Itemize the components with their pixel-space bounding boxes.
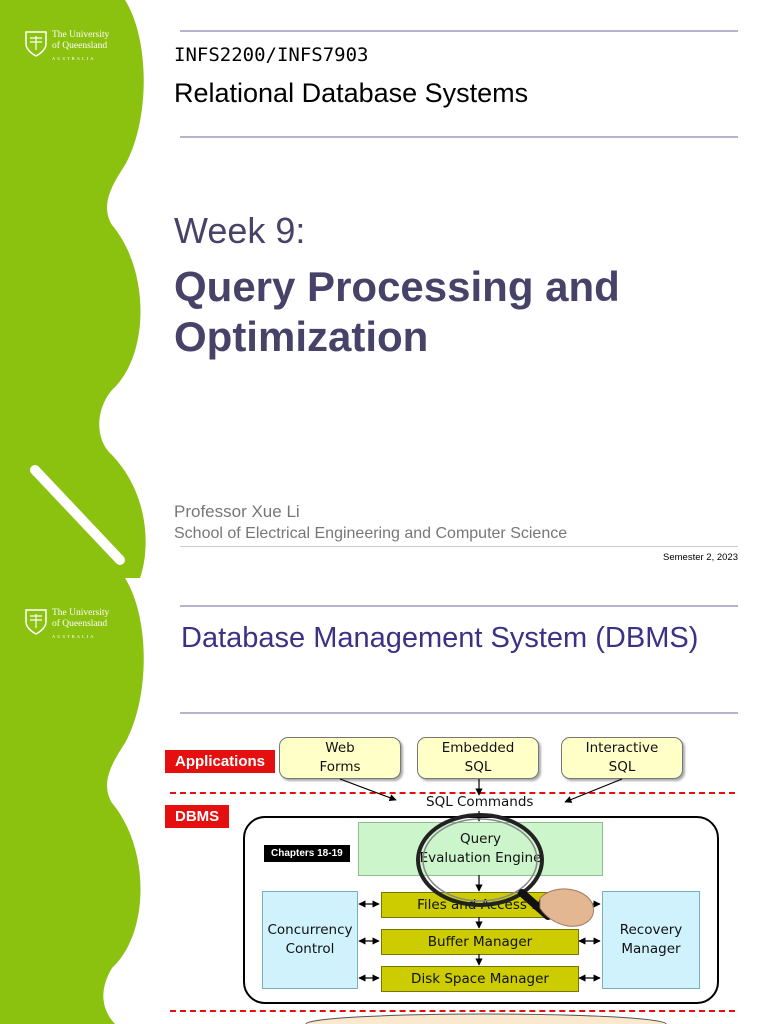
disk-icon: [305, 1013, 667, 1024]
magnifier-icon: [416, 813, 594, 927]
logo-line-1: The University: [52, 30, 110, 40]
footer-rule: [180, 546, 738, 547]
green-scallop-band: [0, 0, 146, 578]
applications-divider: [170, 792, 735, 794]
top-rule: [180, 30, 738, 32]
interactive-sql-box: Interactive SQL: [561, 737, 683, 779]
course-name: Relational Database Systems: [174, 78, 529, 108]
top-rule: [180, 605, 738, 607]
course-code: INFS2200/INFS7903: [174, 44, 369, 66]
header-rule: [180, 136, 738, 138]
dbms-slide: The University of Queensland AUSTRALIA D…: [0, 578, 768, 1024]
crest-icon: [25, 31, 47, 57]
dbms-tag: DBMS: [165, 805, 230, 828]
chapters-tag: Chapters 18-19: [264, 845, 350, 862]
web-forms-box: Web Forms: [279, 737, 401, 779]
disk-space-manager-box: Disk Space Manager: [381, 966, 579, 992]
crest-icon: [25, 609, 47, 635]
concurrency-control-box: Concurrency Control: [262, 891, 358, 989]
semester-label: Semester 2, 2023: [663, 552, 738, 563]
logo-line-3: AUSTRALIA: [52, 56, 96, 61]
school-name: School of Electrical Engineering and Com…: [174, 525, 568, 542]
embedded-sql-box: Embedded SQL: [417, 737, 539, 779]
green-scallop-band: [0, 578, 144, 1024]
title-slide: The University of Queensland AUSTRALIA I…: [0, 0, 738, 578]
logo-line-2: of Queensland: [52, 619, 108, 629]
sql-commands-label: SQL Commands: [426, 794, 534, 810]
presenter-name: Professor Xue Li: [174, 502, 300, 521]
university-logo: The University of Queensland AUSTRALIA: [24, 30, 124, 61]
logo-line-2: of Queensland: [52, 41, 108, 51]
university-logo: The University of Queensland AUSTRALIA: [24, 608, 124, 639]
applications-tag: Applications: [165, 750, 276, 773]
diagram-connectors: [305, 778, 667, 1024]
logo-line-3: AUSTRALIA: [52, 634, 96, 639]
dbms-divider: [170, 1010, 735, 1012]
header-rule: [180, 712, 738, 714]
buffer-manager-box: Buffer Manager: [381, 929, 579, 955]
slide-title: Query Processing and Optimization: [174, 263, 620, 360]
slide-title: Database Management System (DBMS): [181, 622, 699, 654]
week-label: Week 9:: [174, 210, 306, 251]
recovery-manager-box: Recovery Manager: [602, 891, 700, 989]
logo-line-1: The University: [52, 608, 110, 618]
query-evaluation-engine-box: Query Evaluation Engine: [358, 822, 603, 876]
